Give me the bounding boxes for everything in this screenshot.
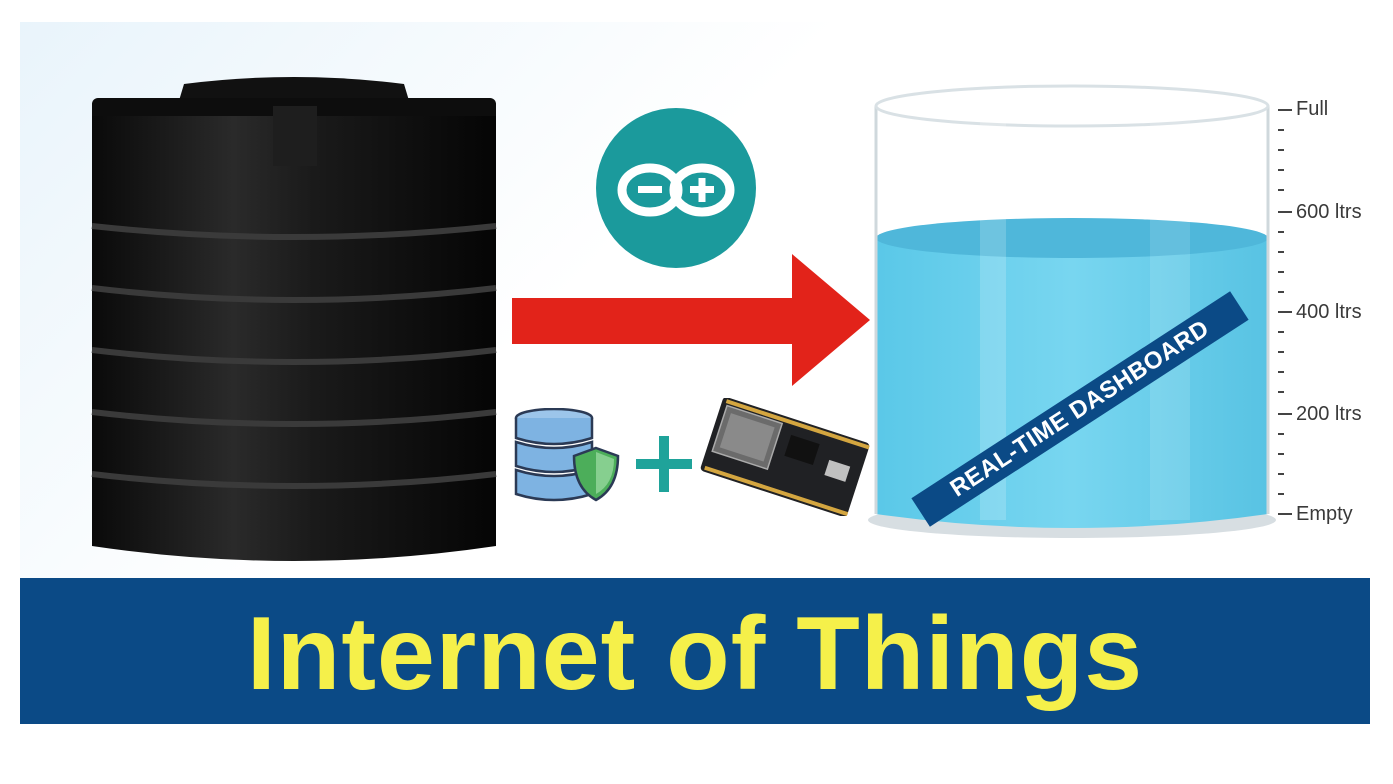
title-banner: Internet of Things	[20, 578, 1370, 724]
arrow-right-icon	[512, 254, 870, 386]
database-shield-icon	[514, 408, 620, 502]
nodemcu-board-icon	[700, 398, 870, 516]
water-fill	[876, 238, 1268, 528]
water-level-gauge	[868, 84, 1292, 538]
gauge-label-full: Full	[1296, 98, 1329, 120]
gauge-label-400: 400 ltrs	[1296, 301, 1362, 323]
arduino-logo-icon	[596, 108, 756, 268]
gauge-label-600: 600 ltrs	[1296, 201, 1362, 223]
plus-icon	[636, 436, 692, 492]
banner-title: Internet of Things	[246, 596, 1144, 712]
gauge-label-200: 200 ltrs	[1296, 403, 1362, 425]
water-tank-icon	[91, 77, 497, 561]
gauge-label-empty: Empty	[1296, 503, 1353, 525]
